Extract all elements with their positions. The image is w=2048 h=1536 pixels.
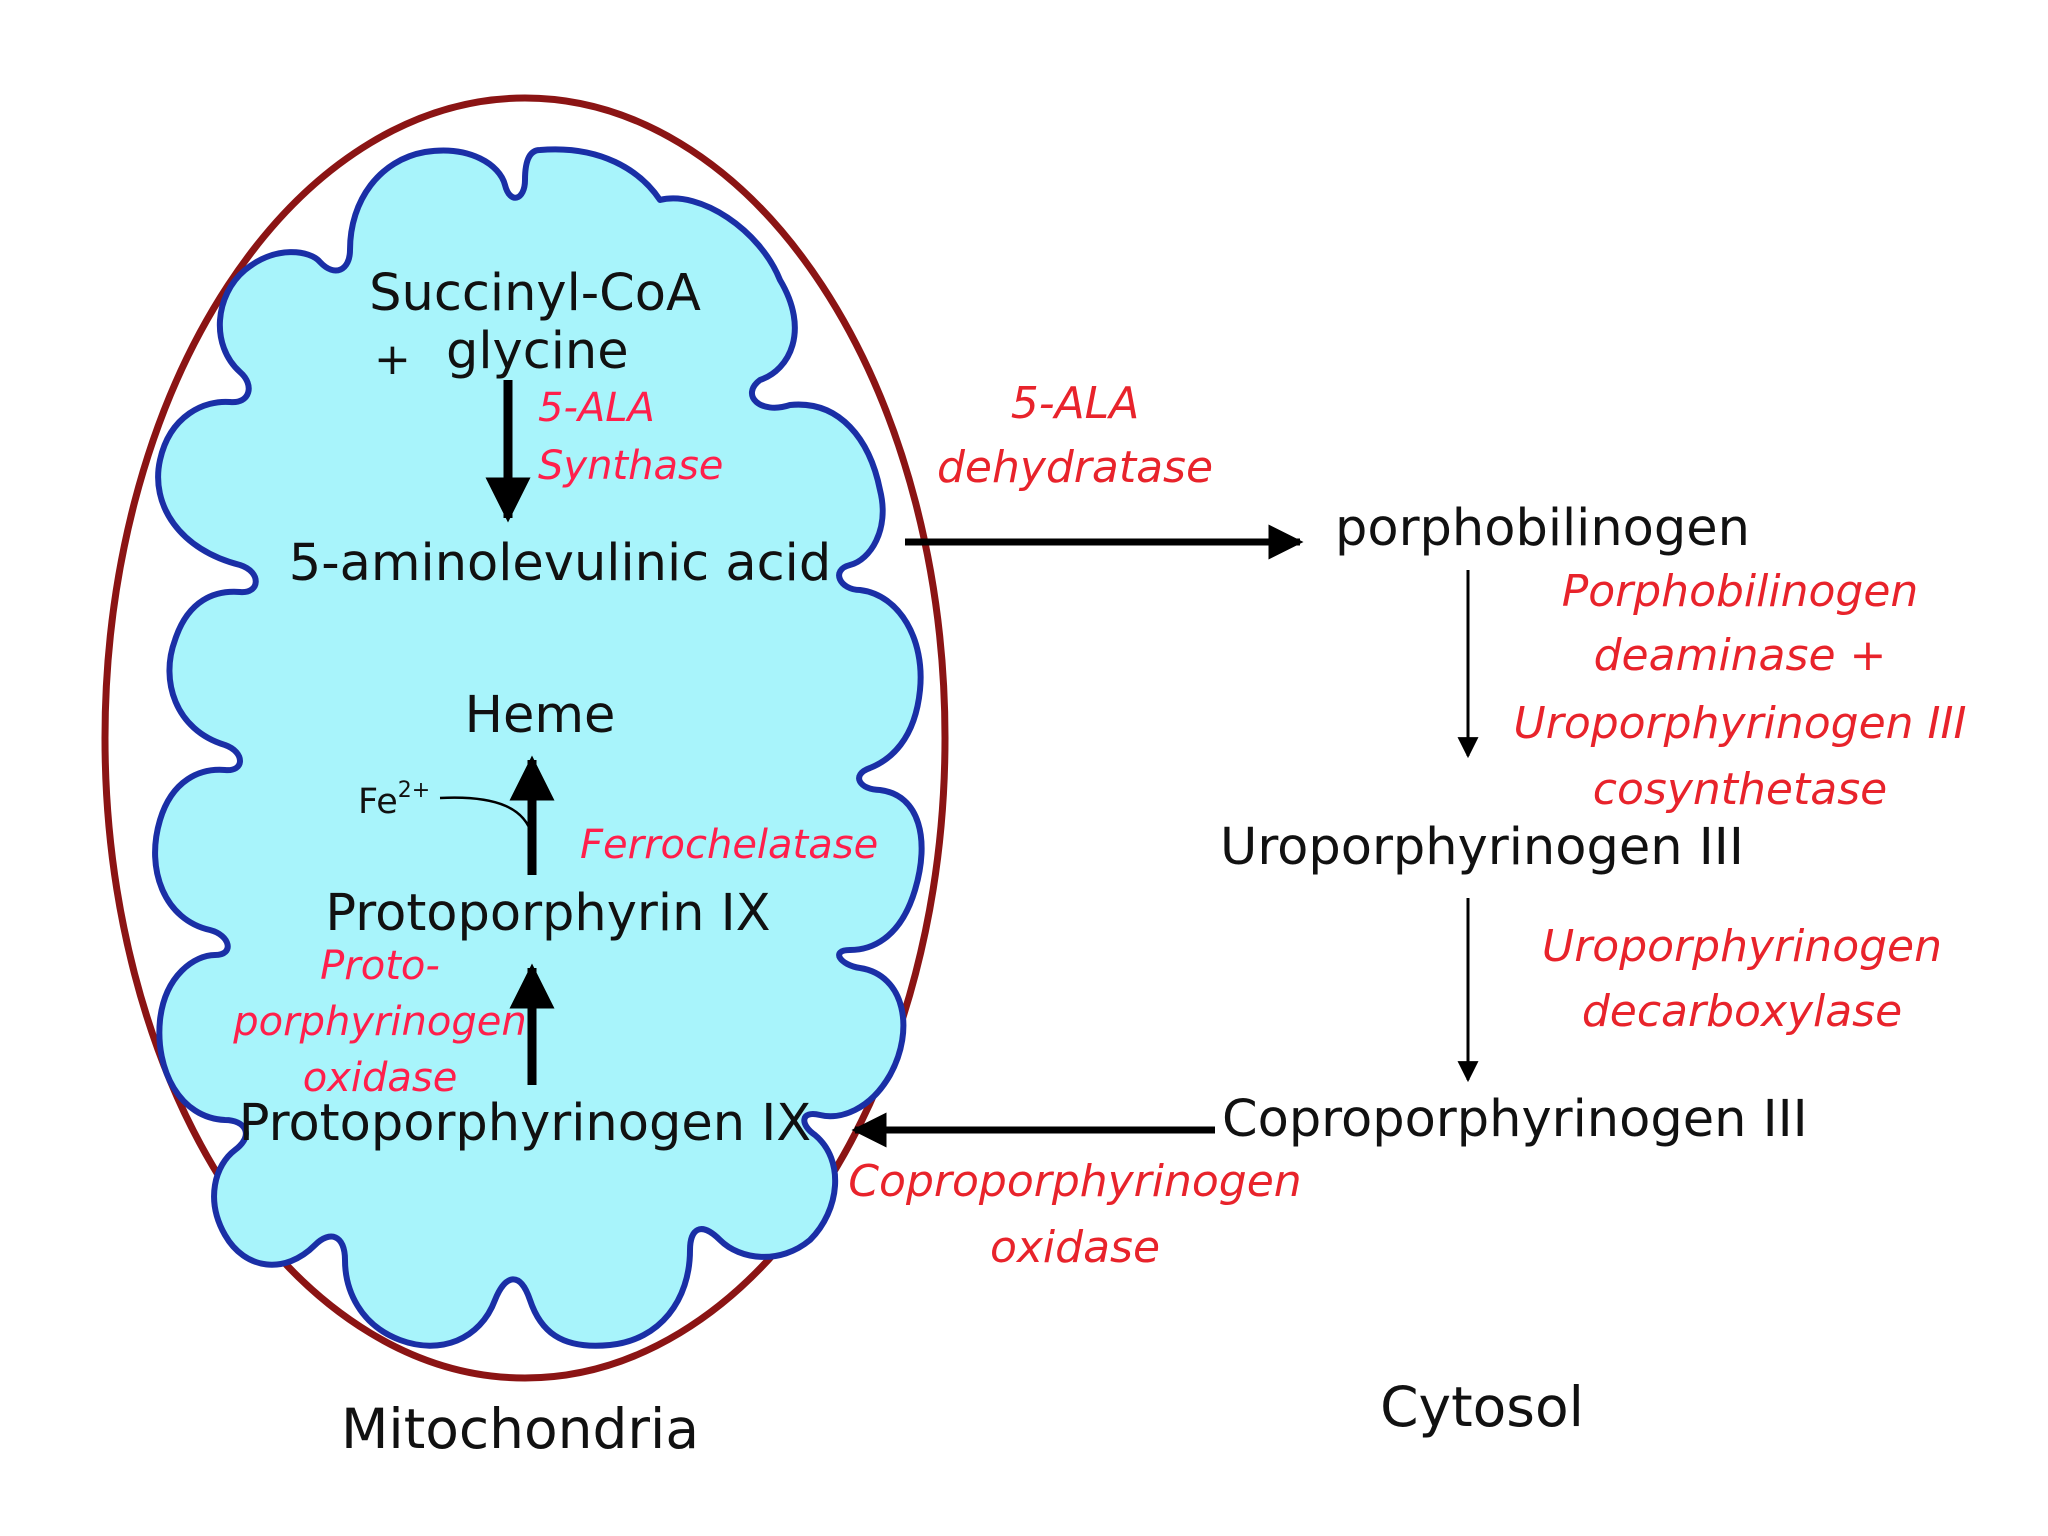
- mitochondria-label: Mitochondria: [340, 1397, 700, 1461]
- succinyl-coa-label: Succinyl-CoA: [369, 264, 701, 323]
- enzyme-pbg-deaminase-line1: Porphobilinogen: [1561, 566, 1919, 617]
- iron-incorporation-curve: [439, 796, 534, 836]
- enzyme-uro-decarboxylase-line1: Uroporphyrinogen: [1541, 921, 1943, 972]
- inner-membrane-matrix: [152, 146, 925, 1349]
- enzyme-pbg-deaminase-line3: Uroporphyrinogen III: [1513, 698, 1967, 749]
- plus-sign: +: [374, 334, 411, 385]
- protoporphyrinogen-label: Protoporphyrinogen IX: [238, 1094, 812, 1153]
- coproporphyrinogen-label: Coproporphyrinogen III: [1222, 1090, 1808, 1149]
- enzyme-pbg-deaminase-line4: cosynthetase: [1592, 764, 1888, 815]
- enzyme-pbg-deaminase-line2: deaminase +: [1593, 630, 1887, 681]
- enzyme-ala-synthase-line2: Synthase: [538, 443, 724, 489]
- aminolevulinic-acid-label: 5-aminolevulinic acid: [288, 534, 832, 593]
- porphobilinogen-label: porphobilinogen: [1335, 499, 1750, 558]
- heme-label: Heme: [464, 686, 616, 745]
- enzyme-ala-dehydratase-line1: 5-ALA: [1010, 378, 1140, 429]
- enzyme-uro-decarboxylase-line2: decarboxylase: [1581, 986, 1903, 1037]
- enzyme-proto-oxidase-line2: porphyrinogen: [233, 999, 527, 1045]
- enzyme-copro-oxidase-line2: oxidase: [989, 1222, 1161, 1273]
- enzyme-proto-oxidase-line3: oxidase: [302, 1055, 458, 1101]
- enzyme-ferrochelatase: Ferrochelatase: [580, 822, 879, 868]
- protoporphyrin-label: Protoporphyrin IX: [325, 884, 771, 943]
- glycine-label: glycine: [446, 322, 629, 381]
- enzyme-ala-synthase-line1: 5-ALA: [538, 385, 655, 431]
- enzyme-ala-dehydratase-line2: dehydratase: [936, 442, 1214, 493]
- iron-ion-label: Fe2+: [358, 778, 431, 822]
- enzyme-copro-oxidase-line1: Coproporphyrinogen: [848, 1156, 1302, 1207]
- uroporphyrinogen-label: Uroporphyrinogen III: [1220, 818, 1744, 877]
- enzyme-proto-oxidase-line1: Proto-: [320, 943, 440, 989]
- cytosol-label: Cytosol: [1380, 1375, 1584, 1439]
